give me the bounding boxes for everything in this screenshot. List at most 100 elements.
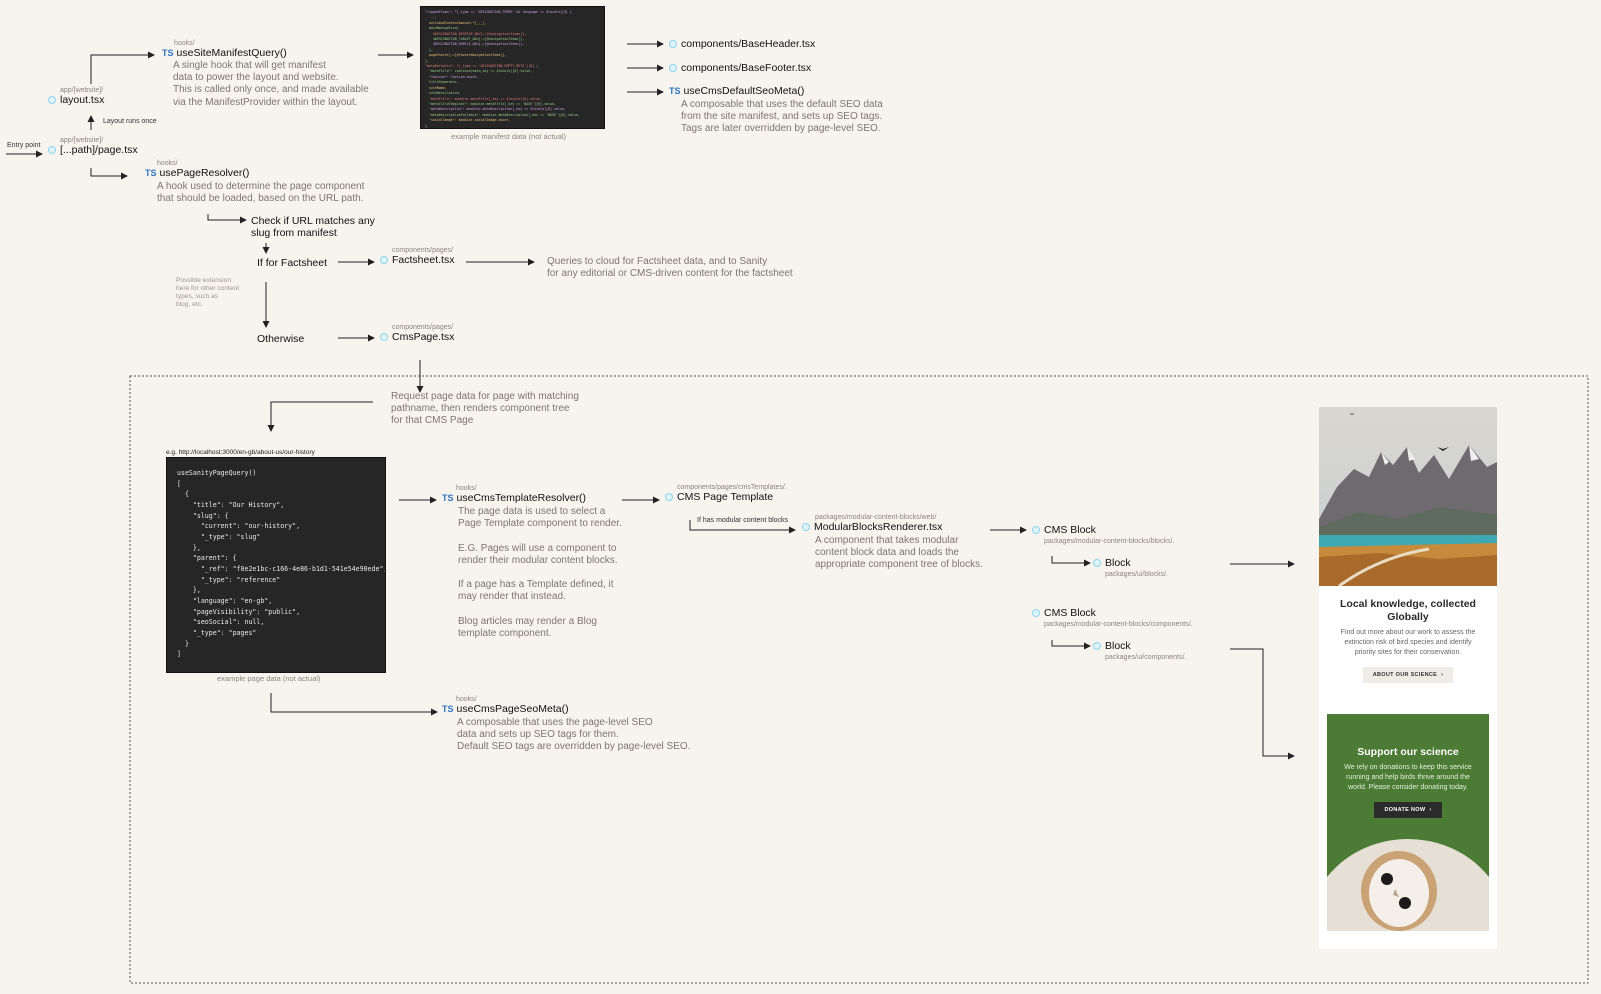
layout-runs-once-note: Layout runs once bbox=[103, 118, 157, 125]
entry-point-label: Entry point bbox=[7, 142, 41, 149]
resolver-file: usePageResolver() bbox=[159, 167, 250, 179]
page-seo-path: hooks/ bbox=[456, 696, 477, 703]
cms-template-node[interactable]: components/pages/cmsTemplates/. CMS Page… bbox=[665, 484, 787, 503]
code-line: ..., bbox=[425, 15, 437, 20]
default-seo-file: useCmsDefaultSeoMeta() bbox=[683, 85, 805, 97]
react-icon bbox=[1093, 559, 1101, 567]
base-footer-node[interactable]: components/BaseFooter.tsx bbox=[669, 62, 811, 74]
code-line: "_type": "reference" bbox=[177, 575, 281, 584]
code-line: "metaTitle": modular.metaTitle[_key == $… bbox=[425, 96, 543, 101]
react-icon bbox=[48, 96, 56, 104]
template-resolver-file: useCmsTemplateResolver() bbox=[456, 492, 587, 504]
react-icon bbox=[48, 146, 56, 154]
manifest-code-lines: "rippedItems": *[_type == 'DESIGNATION_T… bbox=[421, 7, 604, 128]
page-preview: Local knowledge, collected Globally Find… bbox=[1319, 407, 1497, 949]
code-line: unlinkedContentAmount:*[_,_], bbox=[425, 20, 487, 25]
typescript-icon: TS bbox=[162, 48, 174, 58]
code-line: }, bbox=[177, 543, 201, 552]
about-science-label: ABOUT OUR SCIENCE bbox=[1372, 672, 1438, 678]
code-line: "_type": "pages" bbox=[177, 628, 257, 637]
factsheet-path: components/pages/ bbox=[392, 247, 454, 254]
resolver-description: A hook used to determine the page compon… bbox=[157, 181, 365, 205]
code-line: "current": "our-history", bbox=[177, 522, 301, 531]
code-line: $DESIGNATION_DESKTOP_NAV{->[@navigationI… bbox=[425, 31, 527, 36]
code-line: $DESIGNATION_MOBILE_NAV{->[@navigationIt… bbox=[425, 42, 525, 47]
block-path: packages/ui/blocks/. bbox=[1105, 571, 1169, 578]
react-icon bbox=[1032, 609, 1040, 617]
manifest-hook-file: useSiteManifestQuery() bbox=[176, 47, 287, 59]
base-footer-file: components/BaseFooter.tsx bbox=[681, 62, 812, 74]
code-line: "parent": { bbox=[177, 554, 237, 563]
donation-card: Support our science We rely on donations… bbox=[1327, 714, 1489, 931]
donate-now-button[interactable]: DONATE NOW› bbox=[1374, 802, 1442, 818]
cmspage-node[interactable]: components/pages/ CmsPage.tsx bbox=[380, 324, 454, 343]
code-line: }, bbox=[425, 58, 429, 63]
factsheet-node[interactable]: components/pages/ Factsheet.tsx bbox=[380, 247, 454, 266]
page-code-block: useSanityPageQuery()[ { "title": "Our Hi… bbox=[166, 457, 386, 673]
base-header-file: components/BaseHeader.tsx bbox=[681, 38, 816, 50]
base-header-node[interactable]: components/BaseHeader.tsx bbox=[669, 38, 815, 50]
react-icon bbox=[1093, 642, 1101, 650]
block-file: Block bbox=[1105, 557, 1131, 569]
code-line: } bbox=[425, 123, 427, 128]
page-seo-description: A composable that uses the page-level SE… bbox=[457, 717, 691, 753]
manifest-code-caption: example manifest data (not actual) bbox=[451, 132, 567, 141]
about-science-button[interactable]: ABOUT OUR SCIENCE› bbox=[1363, 667, 1453, 683]
owl-image bbox=[1327, 839, 1489, 931]
manifest-hook-path: hooks/ bbox=[174, 40, 195, 47]
default-seo-description: A composable that uses the default SEO d… bbox=[681, 99, 883, 135]
layout-node[interactable]: app/[website]/ layout.tsx bbox=[48, 87, 104, 106]
typescript-icon: TS bbox=[442, 704, 454, 714]
block-path: packages/ui/components/. bbox=[1105, 654, 1187, 661]
cms-block-file: CMS Block bbox=[1044, 607, 1096, 619]
code-line: siteDescription, bbox=[425, 91, 461, 96]
code-line: "seoSocial": null, bbox=[177, 618, 265, 627]
page-url-example: e.g. http://localhost:3000/en-gb/about-u… bbox=[166, 449, 315, 456]
react-icon bbox=[669, 64, 677, 72]
renderer-node[interactable]: packages/modular-content-blocks/web/ Mod… bbox=[802, 514, 983, 572]
code-line: "_ref": "f0e2e1bc-c166-4e86-b1d1-541e54e… bbox=[177, 564, 386, 573]
page-file: [...path]/page.tsx bbox=[60, 144, 138, 156]
template-resolver-path: hooks/ bbox=[456, 485, 477, 492]
manifest-hook-description: A single hook that will get manifest dat… bbox=[173, 60, 369, 108]
code-line: "_type": "slug" bbox=[177, 532, 261, 541]
code-line: } bbox=[177, 639, 189, 648]
cms-block-node[interactable]: CMS Block packages/modular-content-block… bbox=[1032, 524, 1174, 545]
mountain-landscape-image bbox=[1319, 407, 1497, 586]
donation-card-title: Support our science bbox=[1357, 746, 1459, 758]
react-icon bbox=[1032, 526, 1040, 534]
possible-extension-note: Possible extension here for other conten… bbox=[176, 277, 240, 308]
page-node[interactable]: app/[website]/ [...path]/page.tsx bbox=[48, 137, 138, 156]
code-line: useSanityPageQuery() bbox=[177, 469, 257, 477]
cms-block-node[interactable]: CMS Block packages/modular-content-block… bbox=[1032, 607, 1193, 628]
code-line: "metaTitleTemplate": modular.metaTitle[_… bbox=[425, 101, 557, 106]
cmspage-file: CmsPage.tsx bbox=[392, 331, 455, 343]
code-line: [ bbox=[177, 479, 181, 488]
react-icon bbox=[665, 493, 673, 501]
check-url-step: Check if URL matches any slug from manif… bbox=[251, 215, 375, 239]
otherwise-step: Otherwise bbox=[257, 333, 305, 345]
code-line: "pageVisibility": "public", bbox=[177, 607, 301, 616]
code-line: siteName, bbox=[425, 85, 447, 90]
cms-block-path: packages/modular-content-blocks/componen… bbox=[1044, 621, 1193, 628]
layout-file: layout.tsx bbox=[60, 94, 105, 106]
code-line: titleSeparator, bbox=[425, 80, 459, 85]
chevron-right-icon: › bbox=[1441, 672, 1444, 678]
card-title: Local knowledge, collected Globally bbox=[1340, 598, 1476, 623]
react-icon bbox=[380, 256, 388, 264]
layout-path: app/[website]/ bbox=[60, 87, 104, 94]
code-line: "favicon": favicon.asset, bbox=[425, 74, 479, 79]
code-line: ] bbox=[177, 650, 181, 659]
react-icon bbox=[669, 40, 677, 48]
page-seo-file: useCmsPageSeoMeta() bbox=[456, 703, 569, 715]
react-icon bbox=[802, 523, 810, 531]
block-node[interactable]: Block packages/ui/blocks/. bbox=[1093, 557, 1168, 578]
code-line: $DESIGNATION_TABLET_NAV{->[@navigationIt… bbox=[425, 37, 525, 42]
code-line: "rippedItems": *[_type == 'DESIGNATION_T… bbox=[425, 10, 572, 14]
block-node[interactable]: Block packages/ui/components/. bbox=[1093, 640, 1186, 661]
